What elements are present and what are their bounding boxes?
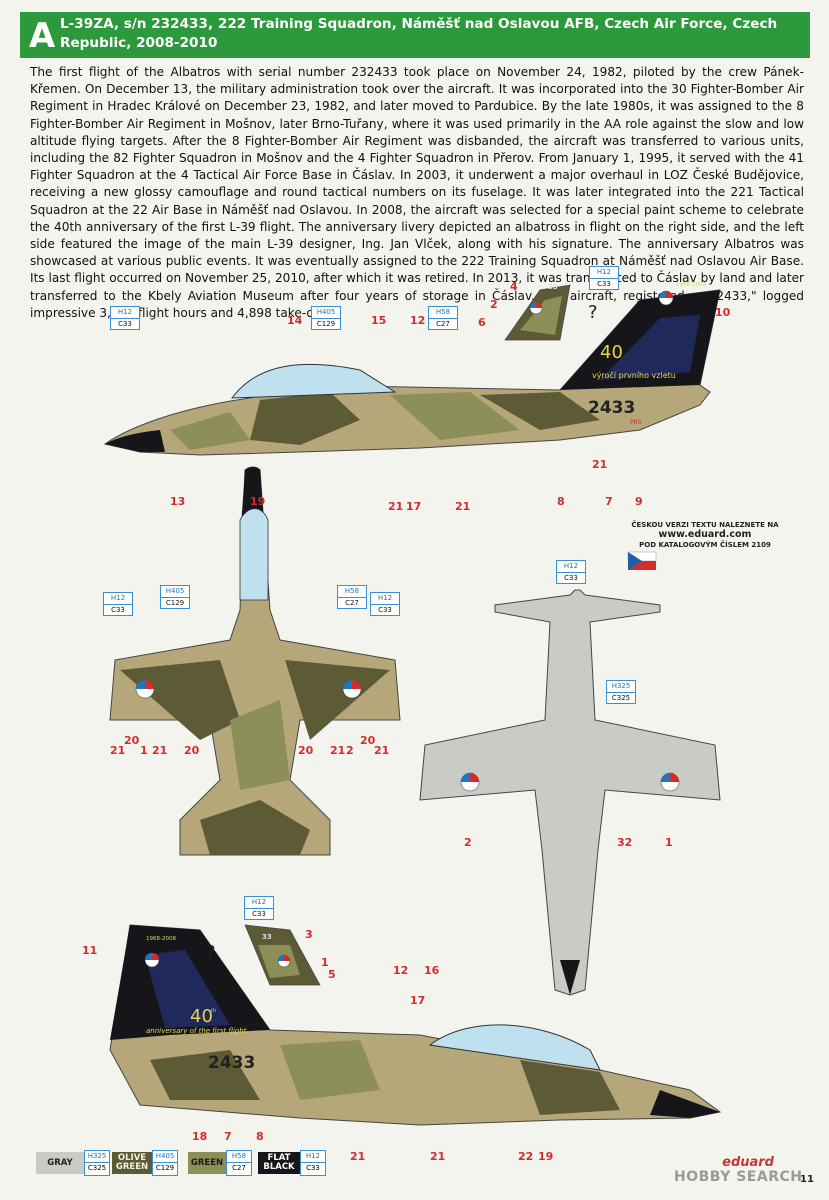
tail-number-insert-right: 33 [548, 283, 558, 291]
bottom-view [419, 589, 721, 996]
callout-19-lower: 19 [538, 1150, 554, 1163]
callout-17-lower: 17 [410, 994, 426, 1007]
callout-21-b: 21 [455, 500, 471, 513]
anniv-years-right: 1968-2008 [676, 282, 706, 288]
callout-21-top-d: 21 [374, 744, 390, 757]
czech-flag-icon [627, 551, 657, 570]
right-side-profile: 2433 40 výročí prvního vzletu 1968-2008 … [103, 282, 721, 456]
hobbysearch-logo: HOBBY SEARCH [674, 1169, 803, 1185]
callout-20-top-c: 20 [298, 744, 314, 757]
callout-3: 3 [305, 928, 313, 941]
callout-22: 22 [518, 1150, 534, 1163]
tactical-number-left: 2433 [208, 1053, 255, 1073]
question-mark-right: ? [588, 302, 598, 323]
callout-21-top-b: 21 [152, 744, 168, 757]
legend-swatch-flat-black: FLAT BLACK [258, 1152, 300, 1174]
callout-19: 19 [250, 495, 266, 508]
callout-9: 9 [635, 495, 643, 508]
brand-logo: eduard HOBBY SEARCH [674, 1155, 814, 1189]
callout-12: 12 [410, 314, 426, 327]
callout-4: 4 [510, 280, 518, 293]
callout-1-bottom: 1 [665, 836, 673, 849]
callout-20-top-b: 20 [184, 744, 200, 757]
callout-5: 5 [328, 968, 336, 981]
legend-swatch-gray: GRAY [36, 1152, 84, 1174]
eduard-link[interactable]: www.eduard.com [658, 529, 752, 540]
legend-swatch-olive-green: OLIVE GREEN [112, 1152, 152, 1174]
callout-8: 8 [557, 495, 565, 508]
profile-title: L-39ZA, s/n 232433, 222 Training Squadro… [60, 16, 778, 51]
prs-label: PRS [630, 419, 642, 426]
top-view [109, 466, 401, 856]
callout-21-top-c: 21 [330, 744, 346, 757]
profile-letter-badge: A [28, 16, 56, 56]
callout-14: 14 [287, 314, 303, 327]
anniv-text-left: anniversary of the first flight [146, 1027, 247, 1035]
callout-17: 17 [406, 500, 422, 513]
callout-32: 32 [617, 836, 633, 849]
anniv-40-right: 40 [600, 342, 623, 363]
callout-1-lower: 1 [321, 956, 329, 969]
callout-6: 6 [478, 316, 486, 329]
callout-10: 10 [715, 306, 731, 319]
page-number: 11 [800, 1174, 814, 1185]
eduard-logo: eduard [722, 1155, 774, 1170]
legend-swatch-green: GREEN [188, 1152, 226, 1174]
aircraft-history-text: The first flight of the Albatros with se… [30, 65, 804, 320]
callout-21-right: 21 [592, 458, 608, 471]
callout-20-top-d: 20 [360, 734, 376, 747]
callout-13: 13 [170, 495, 186, 508]
callout-20-top-a: 20 [124, 734, 140, 747]
anniv-years-left: 1968-2008 [146, 936, 176, 942]
tactical-number-right: 2433 [588, 398, 635, 418]
czech-version-note: ČESKOU VERZI TEXTU NALEZNETE NA www.edua… [631, 521, 779, 549]
anniv-40-left: 40 [190, 1006, 213, 1027]
callout-21-lower-b: 21 [430, 1150, 446, 1163]
callout-2-bottom: 2 [464, 836, 472, 849]
callout-8-lower: 8 [256, 1130, 264, 1143]
callout-21-a: 21 [388, 500, 404, 513]
question-mark-left: ? [206, 942, 216, 963]
anniv-th-left: th [211, 1008, 216, 1014]
callout-7: 7 [605, 495, 613, 508]
callout-21-lower-a: 21 [350, 1150, 366, 1163]
callout-2-top: 2 [346, 744, 354, 757]
anniv-text-right: výročí prvního vzletu [592, 370, 676, 380]
callout-15: 15 [371, 314, 387, 327]
callout-12-lower: 12 [393, 964, 409, 977]
callout-7-lower: 7 [224, 1130, 232, 1143]
left-side-profile: 2433 40 th anniversary of the first flig… [109, 924, 722, 1126]
profile-header: A L-39ZA, s/n 232433, 222 Training Squad… [20, 12, 810, 58]
callout-18: 18 [192, 1130, 208, 1143]
callout-11: 11 [82, 944, 98, 957]
callout-1-top: 1 [140, 744, 148, 757]
callout-2: 2 [490, 298, 498, 311]
tail-number-insert-left: 33 [262, 933, 272, 941]
callout-16: 16 [424, 964, 440, 977]
callout-21-top-a: 21 [110, 744, 126, 757]
